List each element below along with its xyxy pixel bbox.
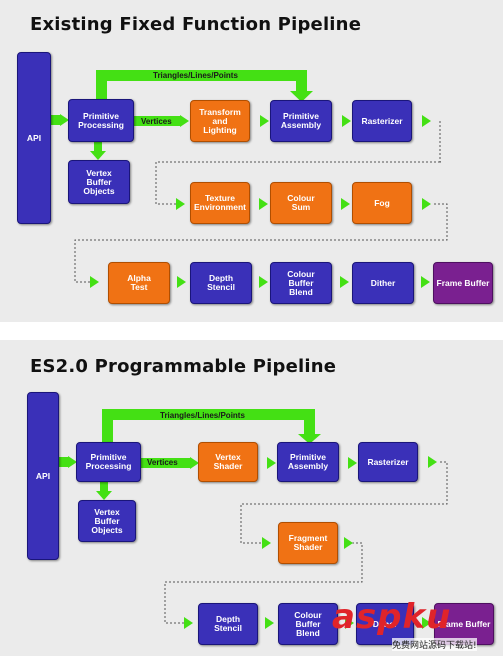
rasterizer-box: Rasterizer [352, 100, 412, 142]
arrow-head [60, 114, 69, 126]
arrow-head [267, 457, 276, 469]
colour-buffer-blend-box: Colour Buffer Blend [278, 603, 338, 645]
arrow-head [342, 115, 351, 127]
alpha-test-box: Alpha Test [108, 262, 170, 304]
arrow-head [345, 617, 354, 629]
fog-box: Fog [352, 182, 412, 224]
arrow-head [428, 456, 437, 468]
arrow-head [422, 617, 431, 629]
watermark: aspku 免费网站源码下载站! [332, 598, 503, 656]
vertex-shader-box: Vertex Shader [198, 442, 258, 482]
arrow-head [348, 457, 357, 469]
arrow-head [341, 198, 350, 210]
arrow-head [259, 198, 268, 210]
arrow-head [177, 276, 186, 288]
arrow-head [340, 276, 349, 288]
arrow-head [190, 457, 199, 469]
connectors [51, 70, 448, 283]
arrow-head [422, 115, 431, 127]
es2-programmable-pipeline-diagram: ES2.0 Programmable Pipeline API Primitiv… [0, 340, 503, 656]
arrow-head [259, 276, 268, 288]
watermark-logo: aspku [332, 597, 452, 637]
connectors [59, 409, 448, 624]
dither-box: Dither [352, 262, 414, 304]
arrow-head [90, 276, 99, 288]
arrow-head [421, 276, 430, 288]
vertices-label: Vertices [141, 117, 172, 126]
triangles-lines-points-label: Triangles/Lines/Points [160, 411, 245, 420]
arrow-head [262, 537, 271, 549]
depth-stencil-box: Depth Stencil [198, 603, 258, 645]
api-box: API [17, 52, 51, 224]
primitive-assembly-box: Primitive Assembly [270, 100, 332, 142]
vertex-buffer-objects-box: Vertex Buffer Objects [68, 160, 130, 204]
primitive-processing-box: Primitive Processing [76, 442, 141, 482]
vertex-buffer-objects-box: Vertex Buffer Objects [78, 500, 136, 542]
triangles-lines-points-label: Triangles/Lines/Points [153, 71, 238, 80]
depth-stencil-box: Depth Stencil [190, 262, 252, 304]
diagram-title: ES2.0 Programmable Pipeline [30, 356, 337, 377]
api-box: API [27, 392, 59, 560]
vertices-label: Vertices [147, 458, 178, 467]
arrow-head [265, 617, 274, 629]
primitive-assembly-box: Primitive Assembly [277, 442, 339, 482]
colour-sum-box: Colour Sum [270, 182, 332, 224]
arrow-head [68, 456, 77, 468]
primitive-processing-box: Primitive Processing [68, 99, 134, 142]
fixed-function-pipeline-diagram: Existing Fixed Function Pipeline API Pri… [0, 0, 503, 322]
frame-buffer-box: Frame Buffer [433, 262, 493, 304]
transform-lighting-box: Transform and Lighting [190, 100, 250, 142]
arrow-head [184, 617, 193, 629]
diagram-title: Existing Fixed Function Pipeline [30, 14, 362, 35]
colour-buffer-blend-box: Colour Buffer Blend [270, 262, 332, 304]
arrow-head [422, 198, 431, 210]
arrow-head [180, 115, 189, 127]
arrow-head [344, 537, 353, 549]
watermark-subtitle: 免费网站源码下载站! [392, 638, 477, 651]
fragment-shader-box: Fragment Shader [278, 522, 338, 564]
rasterizer-box: Rasterizer [358, 442, 418, 482]
texture-environment-box: Texture Environment [190, 182, 250, 224]
arrow-head [176, 198, 185, 210]
arrow-head [260, 115, 269, 127]
